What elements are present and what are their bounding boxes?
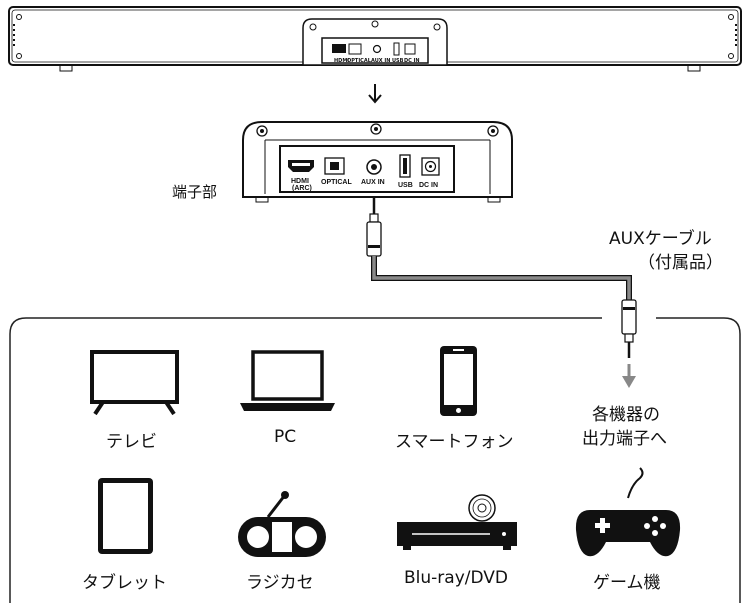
smartphone-icon xyxy=(440,346,477,416)
cable-label: AUXケーブル xyxy=(609,229,712,249)
radio-cassette-icon xyxy=(238,491,326,557)
tv-icon xyxy=(90,350,179,416)
soundbar xyxy=(8,6,742,72)
port-label-usb: USB xyxy=(398,182,413,189)
port-label-dc: DC IN xyxy=(419,182,438,189)
output-label-line2: 出力端子へ xyxy=(582,429,667,449)
svg-text:AUX IN: AUX IN xyxy=(371,58,390,64)
output-label-line1: 各機器の xyxy=(592,405,660,425)
gray-arrow-icon xyxy=(622,364,636,388)
tablet-icon xyxy=(98,478,153,554)
terminal-label: 端子部 xyxy=(172,183,218,201)
device-label-smartphone: スマートフォン xyxy=(395,432,514,452)
device-label-tv: テレビ xyxy=(106,432,157,452)
device-label-radio: ラジカセ xyxy=(246,573,314,593)
terminal-closeup xyxy=(242,121,513,203)
port-label-hdmi-arc: (ARC) xyxy=(292,185,312,192)
laptop-icon xyxy=(240,350,335,411)
down-arrow-icon xyxy=(368,84,382,104)
game-controller-icon xyxy=(575,467,681,557)
device-label-tablet: タブレット xyxy=(82,573,167,593)
svg-text:DC IN: DC IN xyxy=(404,58,420,64)
port-label-hdmi: HDMI xyxy=(291,178,309,185)
port-label-aux: AUX IN xyxy=(361,179,385,186)
device-label-bluray: Blu-ray/DVD xyxy=(404,568,509,588)
device-label-game: ゲーム機 xyxy=(593,573,661,593)
device-label-pc: PC xyxy=(274,427,297,447)
svg-text:HDMI: HDMI xyxy=(334,58,349,64)
cable-sub-label: （付属品） xyxy=(638,253,723,273)
aux-cable xyxy=(366,198,637,358)
port-label-optical: OPTICAL xyxy=(321,179,352,186)
svg-text:OPTICAL: OPTICAL xyxy=(347,58,372,64)
bluray-player-icon xyxy=(397,494,517,550)
svg-text:USB: USB xyxy=(392,58,404,64)
